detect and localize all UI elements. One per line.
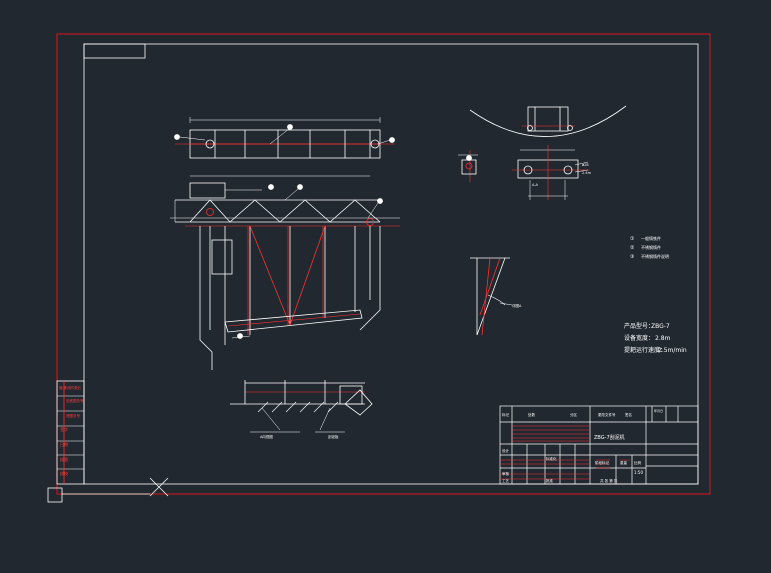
angle-detail-view <box>470 257 513 336</box>
arc-detail-view <box>469 105 627 137</box>
inner-white-frame <box>83 43 699 485</box>
legend-num-2: ② <box>630 245 635 251</box>
side-stamp-row-2: 底图总号 <box>66 413 80 418</box>
drawing-frames <box>47 33 711 503</box>
tb-header-1: 处数 <box>528 412 536 417</box>
tb-row-0: 设计 <box>502 448 510 453</box>
spec-width-value: 2.8m <box>655 335 671 342</box>
corner-code-box <box>83 43 146 59</box>
section-label-a5: ø28 <box>582 163 589 167</box>
elevation-view <box>170 175 400 370</box>
tb-header-5: 年月日 <box>654 408 663 413</box>
angle-label-a3: 详图A <box>512 303 522 308</box>
side-stamp-row-5: 描图 <box>60 456 68 462</box>
legend-num-1: ① <box>630 236 635 242</box>
tb-header-2: 分区 <box>570 412 578 417</box>
side-stamp-row-4: 日期 <box>60 441 68 447</box>
scraper-detail-view <box>230 380 373 433</box>
legend-text-2: 不锈钢铸件 <box>641 244 661 250</box>
side-stamp: 借(通)用件登记 旧底图总号 底图总号 签字 日期 描图 描校 <box>56 380 85 485</box>
outer-red-frame <box>56 33 711 495</box>
tb-scale-label: 比例 <box>634 460 642 465</box>
tb-header-4: 签名 <box>625 412 632 417</box>
tb-row-1: 审核 <box>502 471 510 476</box>
legend-text-1: 一般铸铁件 <box>641 235 661 241</box>
tb-col-1: 批准 <box>546 478 554 483</box>
tb-col-0: 标准化 <box>546 456 557 461</box>
tb-row-2: 工艺 <box>502 478 510 483</box>
legend-text-3: 不锈钢铸件说明 <box>641 253 669 259</box>
detail-label-a2: 刮泥板 <box>328 434 339 439</box>
plan-view <box>174 117 395 159</box>
side-stamp-row-6: 描校 <box>60 470 68 476</box>
legend-num-3: ③ <box>630 254 634 260</box>
title-block <box>499 405 699 485</box>
tb-scale-value: 1:50 <box>634 470 643 475</box>
legend: ① 一般铸铁件 ② 不锈钢铸件 ③ 不锈钢铸件说明 <box>630 235 669 260</box>
spec-notes: 产品型号： ZBG-7 设备宽度： 2.8m 提耙运行速度： 2.5m/min <box>624 322 687 354</box>
side-stamp-row-1: 旧底图总号 <box>66 398 84 403</box>
section-detail-view <box>458 145 590 200</box>
origin-marker <box>47 487 63 503</box>
tb-stage-label: 阶段标记 <box>595 460 609 465</box>
spec-model-label: 产品型号： <box>624 322 654 330</box>
detail-label-a1: A向视图 <box>260 434 273 439</box>
tb-sheets: 共 张 第 张 <box>600 478 618 483</box>
ucs-cross-marker <box>149 477 169 497</box>
section-label-a4: A-A <box>532 183 539 187</box>
tb-weight-label: 重量 <box>620 460 628 465</box>
spec-speed-label: 提耙运行速度： <box>624 346 666 354</box>
tb-drawing-title: ZBG-7刮泥机 <box>594 434 625 441</box>
title-block-text: 标记 处数 分区 更改文件号 签名 年月日 ZBG-7刮泥机 设计 审核 工艺 … <box>502 408 663 483</box>
side-stamp-row-3: 签字 <box>60 426 68 432</box>
spec-speed-value: 2.5m/min <box>658 347 687 354</box>
spec-model-value: ZBG-7 <box>651 323 670 330</box>
tb-header-3: 更改文件号 <box>598 412 616 417</box>
side-stamp-row-0: 借(通)用件登记 <box>59 385 81 390</box>
spec-width-label: 设备宽度： <box>624 334 654 342</box>
section-label-a6: 2.4m <box>582 171 592 175</box>
tb-header-0: 标记 <box>502 412 510 417</box>
